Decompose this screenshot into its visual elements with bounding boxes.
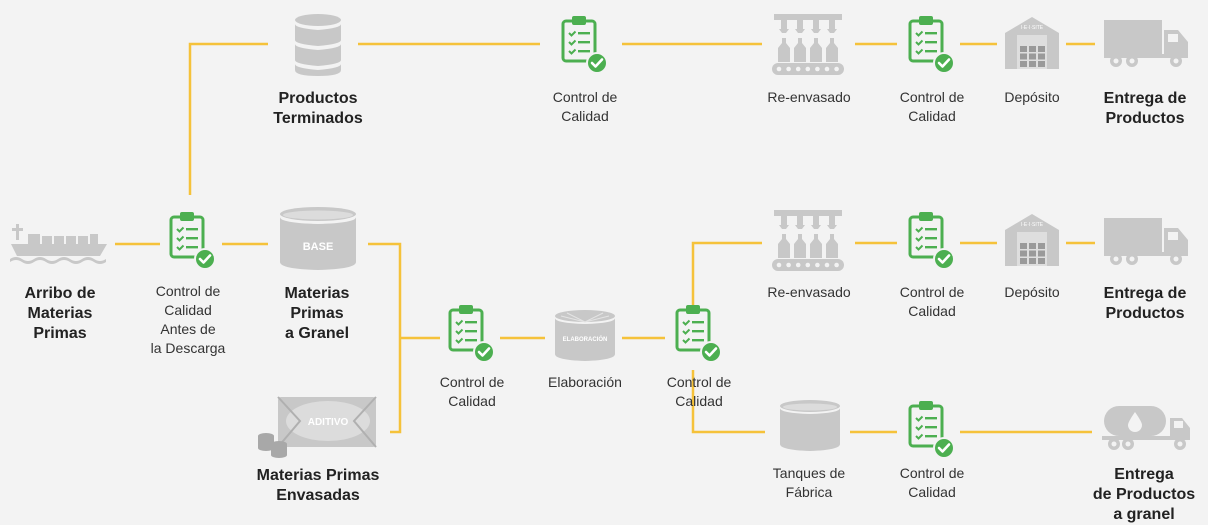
label-control-antes-descarga: Control de Calidad Antes de la Descarga: [150, 283, 226, 356]
connector: [691, 370, 765, 434]
label-arribo-materias-primas: Arribo de Materias Primas: [24, 285, 96, 342]
label-deposito: Depósito: [1004, 89, 1060, 105]
bottling-machine-icon: [772, 210, 844, 271]
label-elaboracion: Elaboración: [548, 374, 622, 390]
warehouse-sign-text: I·E·I·SITE: [1021, 222, 1044, 228]
bottling-machine-icon: [772, 14, 844, 75]
tanker-truck-icon: [1102, 406, 1190, 450]
clipboard-check-icon: [908, 16, 955, 74]
label-productos-terminados: Productos Terminados: [273, 90, 363, 127]
ship-icon: [10, 224, 107, 264]
label-materias-primas-granel: Materias Primas a Granel: [284, 285, 350, 342]
label-tanques-fabrica: Tanques de Fábrica: [772, 465, 846, 500]
label-control-calidad: Control de Calidad: [899, 89, 965, 124]
clipboard-check-icon: [169, 212, 216, 270]
label-control-calidad: Control de Calidad: [899, 284, 965, 319]
connector: [691, 241, 762, 305]
label-entrega-productos: Entrega de Productos: [1103, 285, 1187, 322]
label-entrega-granel: Entrega de Productos a granel: [1092, 466, 1196, 523]
connector: [188, 42, 268, 195]
drums-icon: [258, 433, 287, 458]
connector-lines: [115, 42, 1095, 434]
label-control-calidad: Control de Calidad: [439, 374, 505, 409]
tank-icon: [780, 400, 840, 451]
barrel-icon: [295, 14, 341, 76]
iso-container-icon: ADITIVO: [258, 396, 377, 458]
label-control-calidad: Control de Calidad: [899, 465, 965, 500]
label-re-envasado: Re-envasado: [767, 89, 851, 105]
label-re-envasado: Re-envasado: [767, 284, 851, 300]
label-control-calidad: Control de Calidad: [552, 89, 618, 124]
label-deposito: Depósito: [1004, 284, 1060, 300]
clipboard-check-icon: [675, 305, 722, 363]
clipboard-check-icon: [561, 16, 608, 74]
truck-icon: [1104, 218, 1188, 265]
label-materias-primas-envasadas: Materias Primas Envasadas: [256, 467, 380, 504]
warehouse-icon: I·E·I·SITE: [1005, 17, 1059, 69]
clipboard-check-icon: [908, 401, 955, 459]
label-control-calidad: Control de Calidad: [666, 374, 732, 409]
base-tank-label: BASE: [303, 241, 334, 253]
clipboard-check-icon: [448, 305, 495, 363]
aditivo-tank-label: ADITIVO: [308, 417, 349, 428]
tank-icon: BASE: [280, 207, 356, 270]
tank-icon: ELABORACIÓN: [555, 310, 615, 361]
warehouse-icon: I·E·I·SITE: [1005, 214, 1059, 266]
warehouse-sign-text: I·E·I·SITE: [1021, 25, 1044, 31]
clipboard-check-icon: [908, 212, 955, 270]
label-entrega-productos: Entrega de Productos: [1103, 90, 1187, 127]
truck-icon: [1104, 20, 1188, 67]
elaboracion-tank-label: ELABORACIÓN: [563, 335, 608, 343]
